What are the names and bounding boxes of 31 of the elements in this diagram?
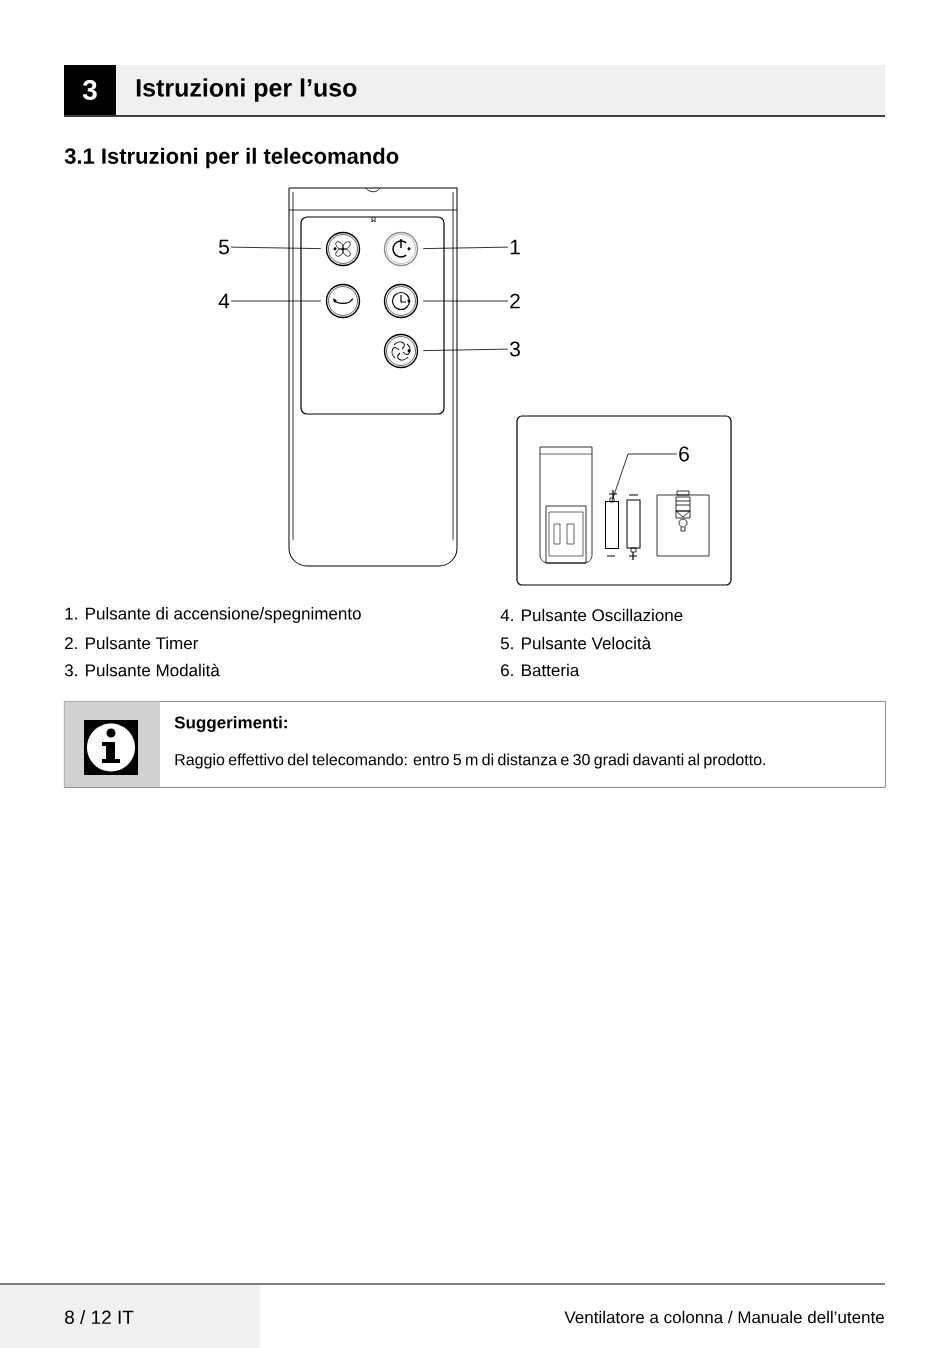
leader-line xyxy=(407,246,509,251)
leader-line xyxy=(407,299,509,303)
list-item: 2. Pulsante Timer xyxy=(65,636,199,650)
page-number: 8 / 12 IT xyxy=(65,1310,134,1324)
section-number: 3 xyxy=(64,65,116,115)
round-button xyxy=(383,283,419,319)
list-item: 6. Batteria xyxy=(501,663,580,677)
battery xyxy=(605,497,619,549)
round-button xyxy=(325,283,361,319)
footer-title: Ventilatore a colonna / Manuale dell’utente xyxy=(564,1310,884,1324)
section-subtitle: 3.1 Istruzioni per il telecomando xyxy=(64,147,399,169)
list-item: 1. Pulsante di accensione/spegnimento xyxy=(65,607,361,623)
callout-number: 3 xyxy=(509,341,520,357)
round-button xyxy=(325,231,361,267)
callout-number: 2 xyxy=(510,293,520,309)
leader-line xyxy=(230,246,337,251)
tip-heading: Suggerimenti: xyxy=(174,716,287,732)
round-button xyxy=(383,231,419,267)
list-item: 5. Pulsante Velocità xyxy=(500,636,652,650)
leader-line xyxy=(230,299,337,303)
list-item: 4. Pulsante Oscillazione xyxy=(500,608,683,622)
callout-number: 1 xyxy=(510,239,520,255)
section-title: Istruzioni per l’uso xyxy=(136,78,357,102)
tip-text: Raggio effettivo del telecomando: entro 5 m di distanza e 30 gradi davanti al prodotto. xyxy=(175,753,766,769)
leader-line xyxy=(611,453,678,502)
callout-number: 6 xyxy=(679,446,689,462)
list-item: 3. Pulsante Modalità xyxy=(64,663,220,677)
leader-line xyxy=(407,348,509,353)
callout-number: 4 xyxy=(218,293,230,309)
round-button xyxy=(383,333,419,369)
callout-number: 5 xyxy=(219,239,229,255)
